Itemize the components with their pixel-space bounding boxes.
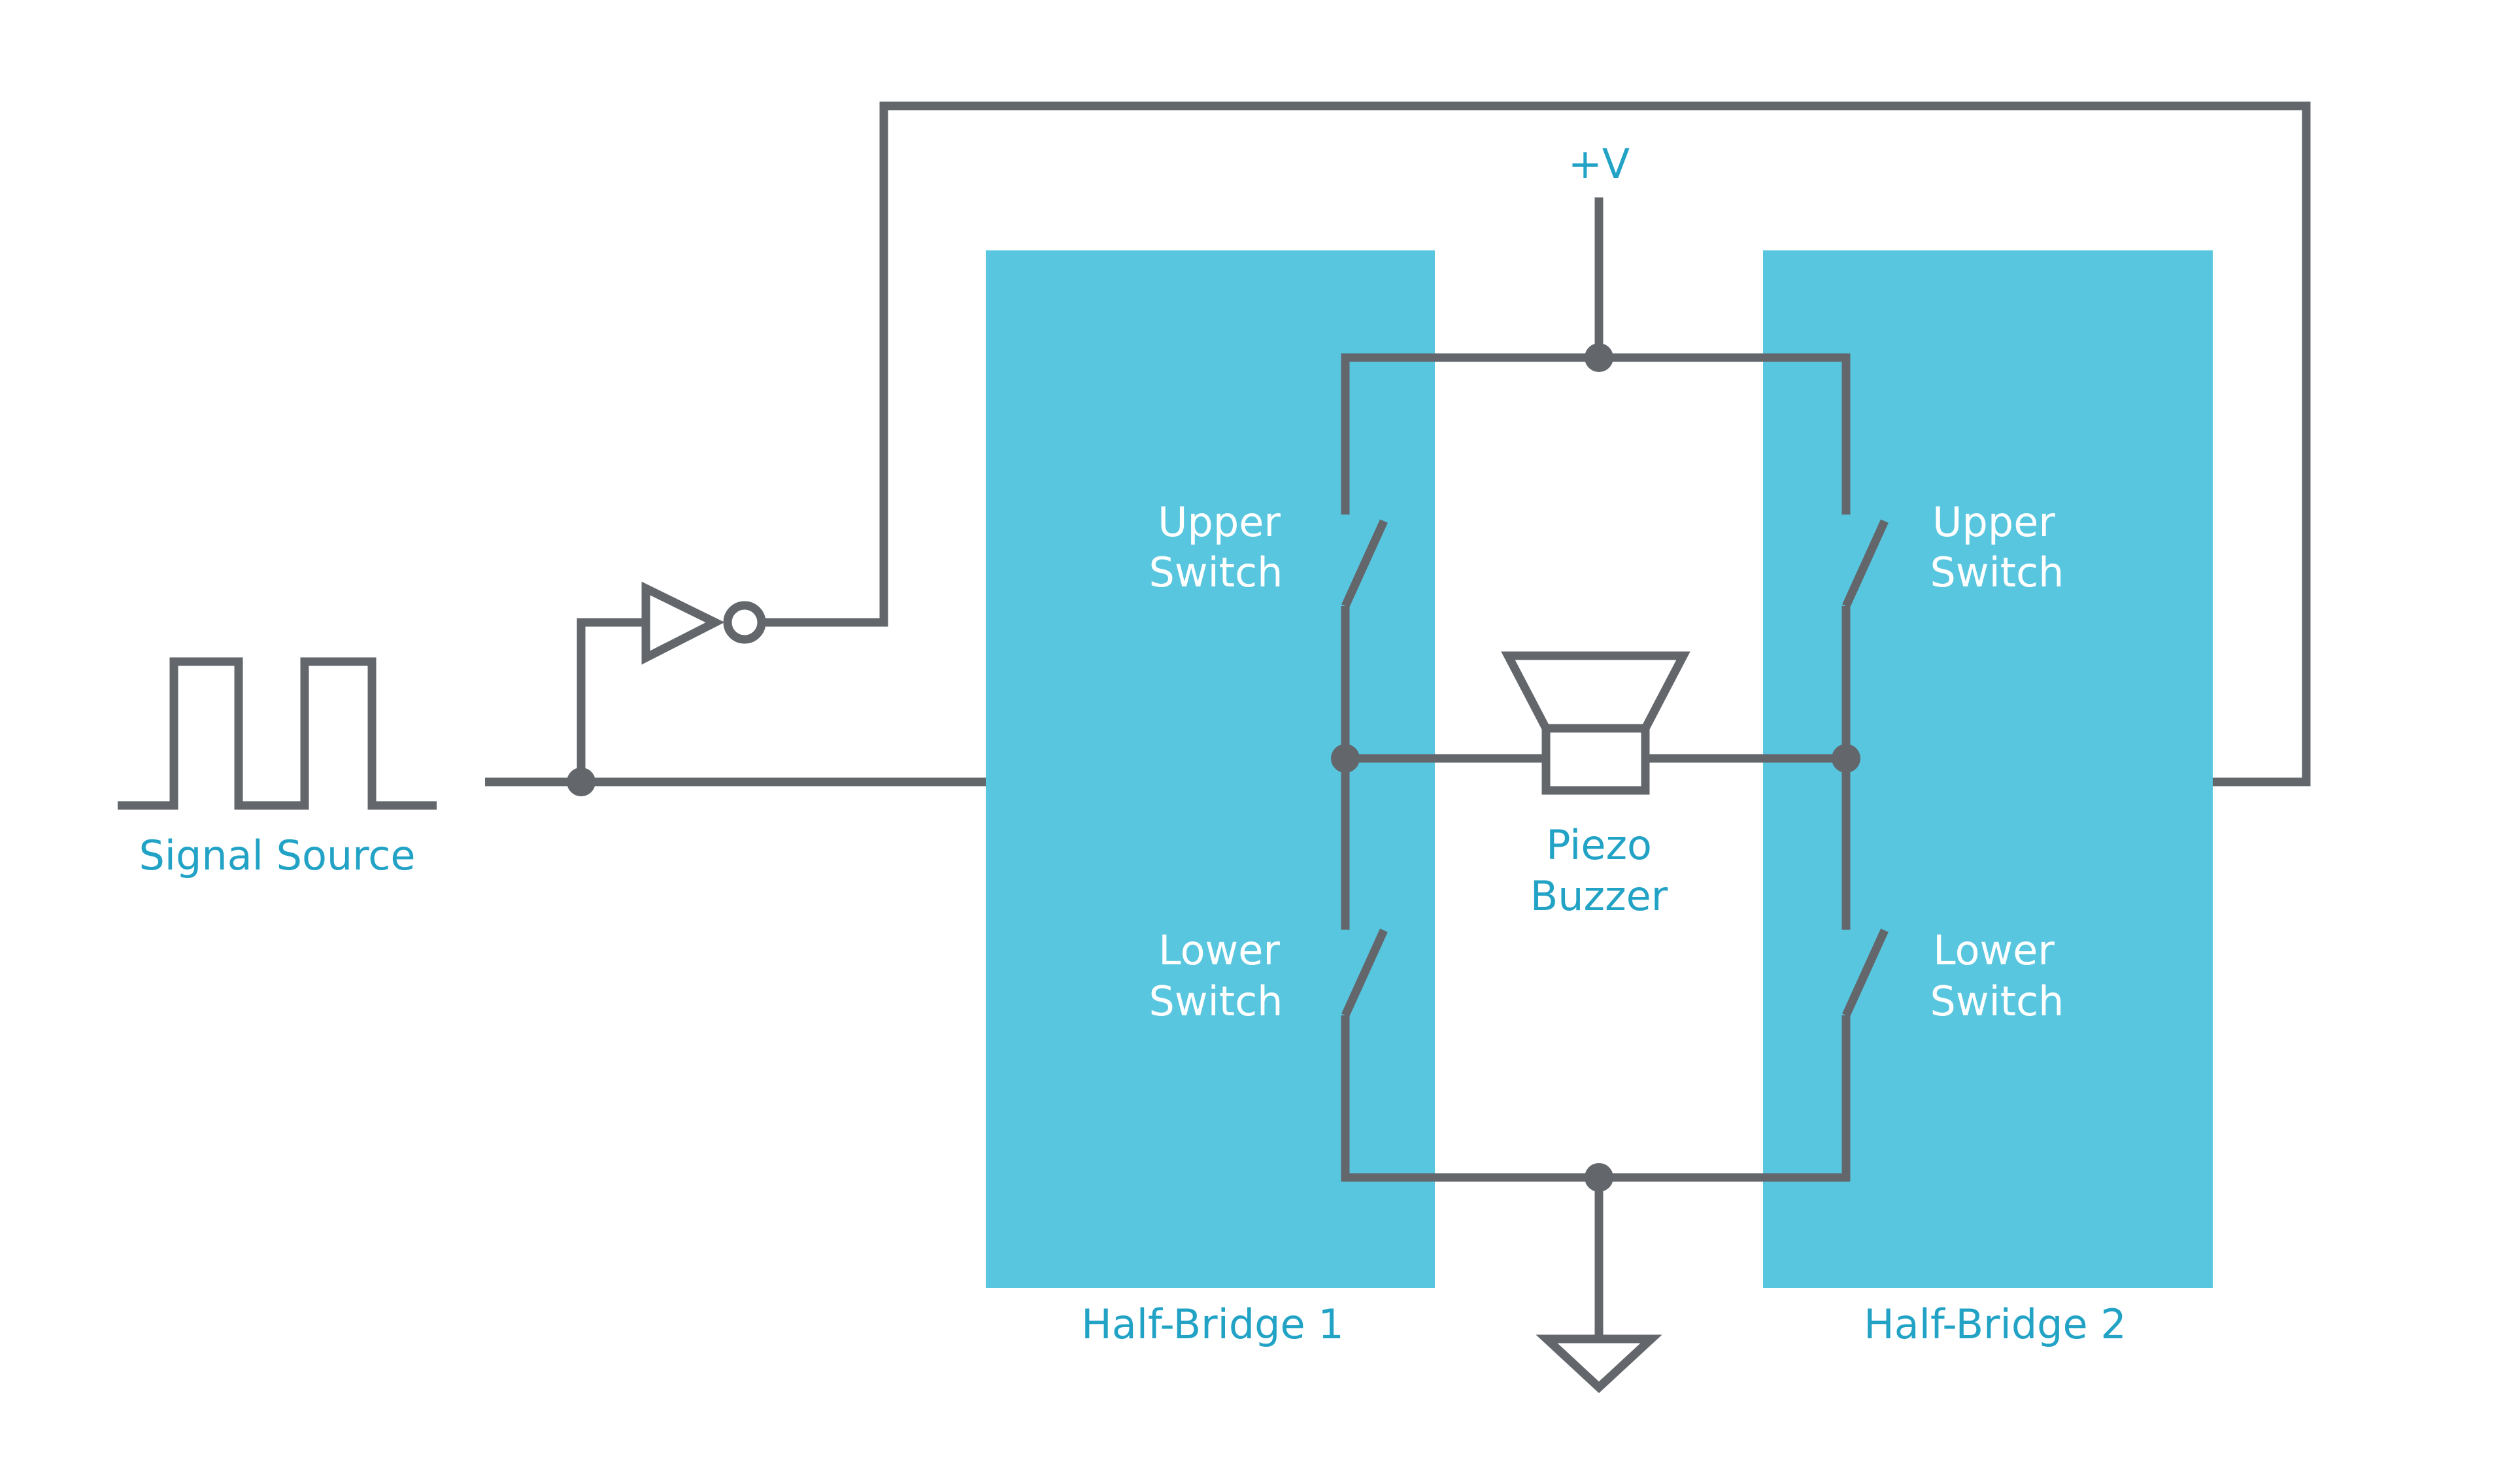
inverted-signal-wire xyxy=(762,101,2311,786)
hb2-upper-switch-blade xyxy=(1842,519,1889,608)
not-gate-icon xyxy=(641,581,725,665)
buzzer-label-line1: Piezo xyxy=(1546,821,1652,869)
hb2-lower-label-line1: Lower xyxy=(1933,926,2055,974)
half-bridge-2-label: Half-Bridge 2 xyxy=(1864,1300,2126,1348)
square-wave-icon xyxy=(118,657,437,810)
signal-source-label: Signal Source xyxy=(139,832,415,879)
hb1-lower-label-line1: Lower xyxy=(1158,926,1280,974)
hb1-output-junction-dot xyxy=(1331,744,1360,773)
hb1-upper-label-line2: Switch xyxy=(1149,549,1283,596)
hb1-upper-switch-blade xyxy=(1341,519,1388,608)
inverter-bubble xyxy=(723,601,766,644)
hb2-upper-label-line2: Switch xyxy=(1930,549,2064,596)
ground-icon xyxy=(1536,1334,1662,1393)
hb2-output-junction-dot xyxy=(1832,744,1860,773)
inverter-input-wire xyxy=(577,618,642,782)
hb1-lower-switch-blade xyxy=(1341,928,1388,1017)
hb1-lower-label-line2: Switch xyxy=(1149,977,1283,1025)
buzzer-body xyxy=(1541,724,1650,795)
hb2-upper-label-line1: Upper xyxy=(1932,498,2055,546)
half-bridge-1-label: Half-Bridge 1 xyxy=(1081,1300,1344,1348)
buzzer-label-line2: Buzzer xyxy=(1530,872,1668,920)
half-bridge-2-block xyxy=(1763,250,2213,1288)
speaker-icon xyxy=(1501,651,1690,795)
supply-label: +V xyxy=(1568,140,1630,188)
hb1-upper-label-line1: Upper xyxy=(1158,498,1281,546)
supply-junction-dot xyxy=(1585,343,1613,372)
half-bridge-1-block xyxy=(986,250,1435,1288)
hb2-lower-label-line2: Switch xyxy=(1930,977,2064,1025)
hb2-lower-switch-blade xyxy=(1842,928,1889,1017)
buzzer-horn xyxy=(1501,651,1690,733)
